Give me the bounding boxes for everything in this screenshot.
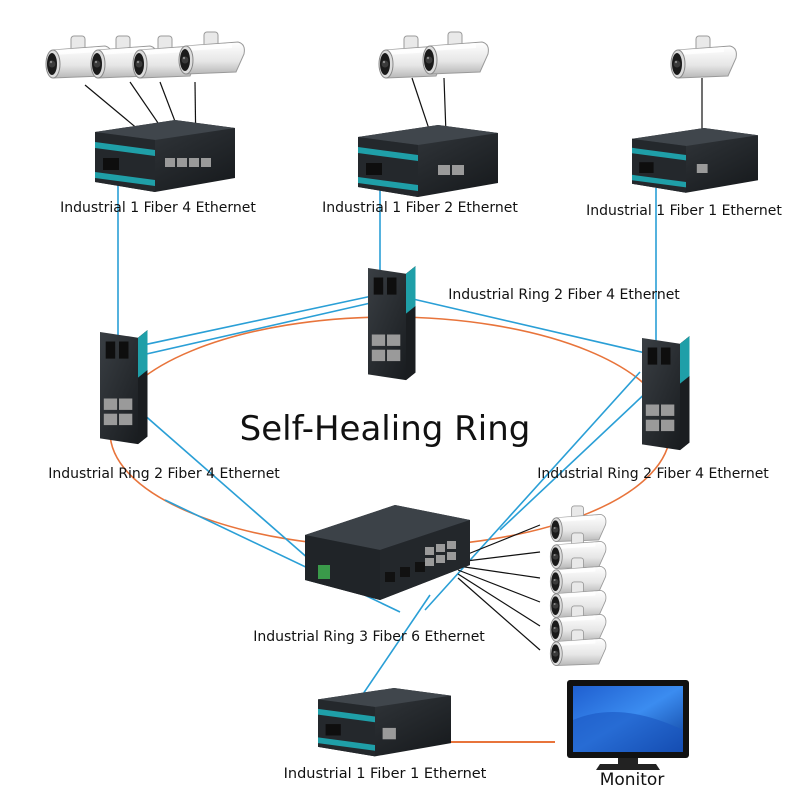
camera-icon xyxy=(670,35,737,79)
camera-group-top-left xyxy=(45,31,245,79)
label-monitor: Monitor xyxy=(600,770,665,790)
ring-switch-top xyxy=(368,266,416,381)
switch-1-fiber-1-ethernet-bottom xyxy=(318,688,451,757)
switch-1-fiber-2-ethernet xyxy=(358,125,498,197)
camera-cables xyxy=(84,77,703,651)
label-edge-1e-top: Industrial 1 Fiber 1 Ethernet xyxy=(586,203,782,219)
label-ring-right: Industrial Ring 2 Fiber 4 Ethernet xyxy=(537,466,769,482)
switch-1-fiber-4-ethernet xyxy=(95,120,235,192)
label-edge-4e: Industrial 1 Fiber 4 Ethernet xyxy=(60,200,256,216)
camera-group-top-middle xyxy=(378,31,489,79)
camera-icon xyxy=(422,31,489,75)
camera-icon xyxy=(178,31,245,75)
label-ring-core: Industrial Ring 3 Fiber 6 Ethernet xyxy=(253,629,485,645)
camera-group-bottom-right xyxy=(549,505,607,667)
ring-switch-left xyxy=(100,330,148,445)
title-label: Self-Healing Ring xyxy=(240,409,531,449)
label-edge-2e: Industrial 1 Fiber 2 Ethernet xyxy=(322,200,518,216)
label-ring-left: Industrial Ring 2 Fiber 4 Ethernet xyxy=(48,466,280,482)
switch-1-fiber-1-ethernet-top xyxy=(632,128,758,193)
label-ring-top: Industrial Ring 2 Fiber 4 Ethernet xyxy=(448,287,680,303)
label-edge-1e-bottom: Industrial 1 Fiber 1 Ethernet xyxy=(284,766,487,782)
monitor-icon xyxy=(567,680,689,770)
ring-switch-core xyxy=(305,505,470,600)
ring-switch-right xyxy=(642,336,690,451)
